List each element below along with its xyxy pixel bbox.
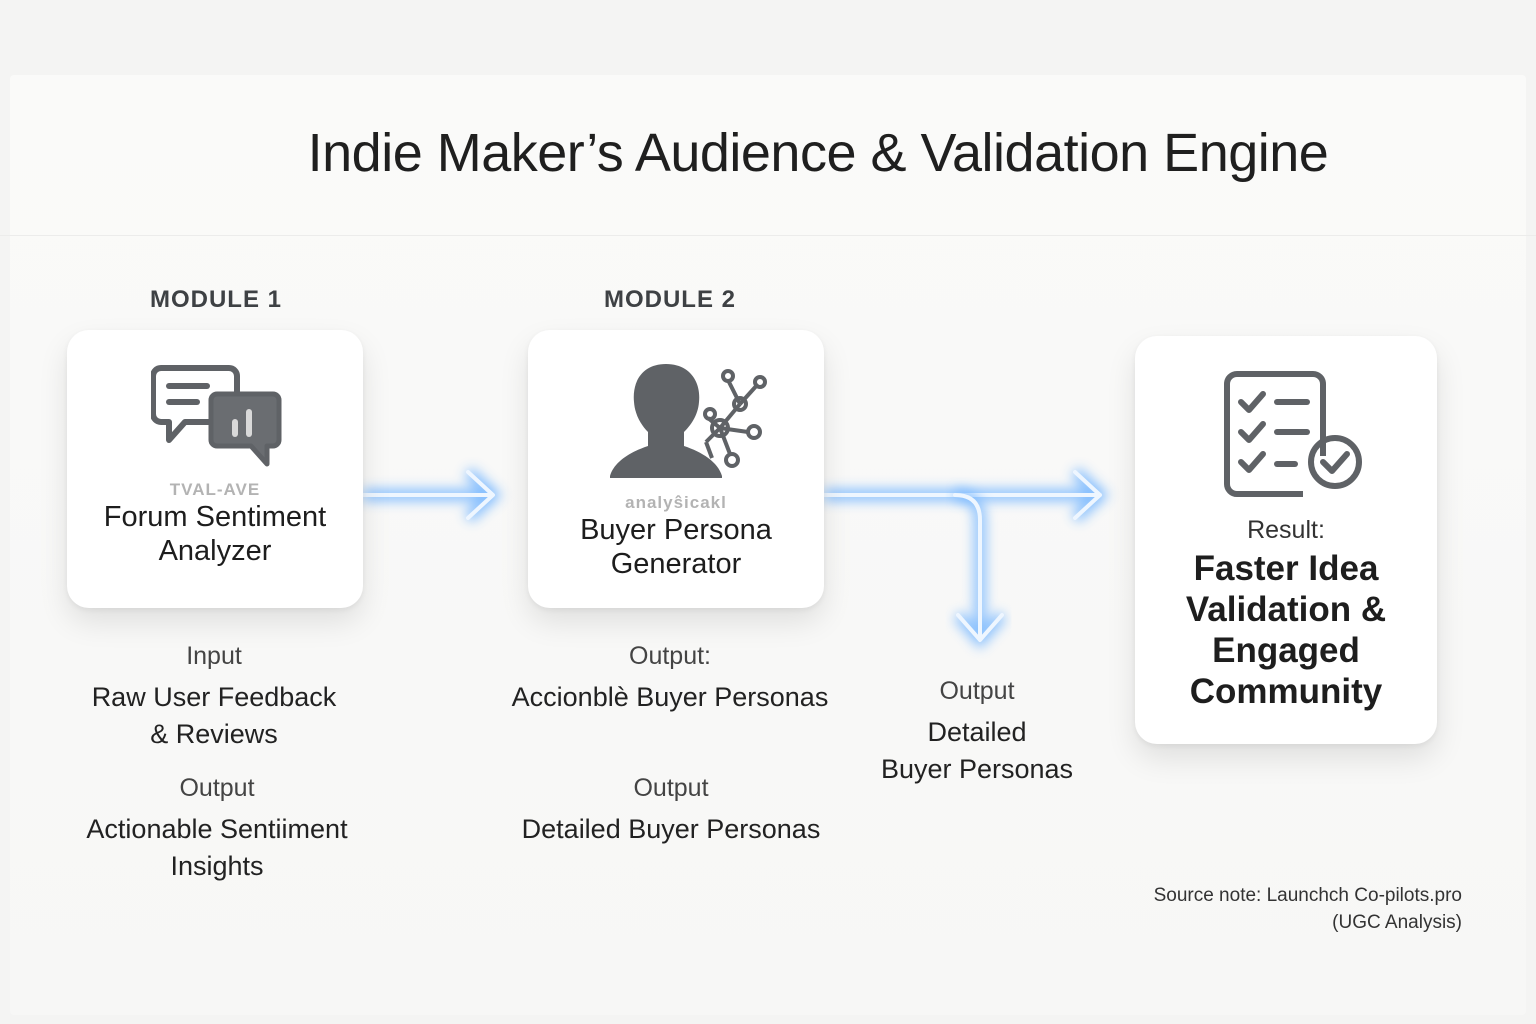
module-2-output-1-heading: Output: — [629, 642, 711, 670]
arrow-module1-to-module2 — [361, 467, 502, 523]
module-1-subtitle: TVAL-AVE — [169, 480, 261, 499]
page-title: Indie Maker’s Audience & Validation Engi… — [307, 123, 1329, 183]
arrow-branch-down — [953, 489, 1007, 650]
module-2-subtitle: analyŝicakl — [625, 493, 727, 512]
result-text: Faster Idea Validation & Engaged Communi… — [1185, 549, 1387, 711]
module-1-title: Forum Sentiment Analyzer — [103, 501, 327, 567]
result-card: Result: Faster Idea Validation & Engaged… — [1135, 336, 1437, 744]
checklist-check-icon — [1224, 371, 1362, 497]
module-1-output: Output Actionable Sentiiment Insights — [37, 774, 397, 885]
source-note: Source note: Launchch Co-pilots.pro (UGC… — [1153, 885, 1462, 933]
module-2-label: MODULE 2 — [603, 286, 736, 313]
module-1-input-heading: Input — [186, 642, 242, 670]
module-2-output-2-body: Detailed Buyer Personas — [521, 814, 821, 844]
branch-output: Output Detailed Buyer Personas — [797, 677, 1157, 788]
module-1-output-heading: Output — [179, 774, 255, 802]
result-label: Result: — [1247, 516, 1325, 544]
module-1-card: TVAL-AVE Forum Sentiment Analyzer — [67, 330, 363, 608]
branch-output-heading: Output — [939, 677, 1015, 705]
module-2-output-1-body: Accionblè Buyer Personas — [511, 682, 829, 712]
module-2-output-2: Output Detailed Buyer Personas — [491, 774, 851, 848]
module-2-card: analyŝicakl Buyer Persona Generator — [528, 330, 824, 608]
module-1-output-body: Actionable Sentiiment Insights — [86, 814, 348, 881]
chat-analytics-icon — [151, 365, 282, 467]
module-2-output-1: Output: Accionblè Buyer Personas — [484, 642, 856, 716]
divider — [0, 235, 1536, 236]
module-2-title: Buyer Persona Generator — [580, 514, 772, 580]
module-1-input-body: Raw User Feedback & Reviews — [91, 682, 337, 749]
module-2-output-2-heading: Output — [633, 774, 709, 802]
module-1-input: Input Raw User Feedback & Reviews — [34, 642, 394, 753]
branch-output-body: Detailed Buyer Personas — [880, 717, 1074, 784]
module-1-label: MODULE 1 — [149, 286, 282, 313]
persona-network-icon — [610, 364, 767, 478]
